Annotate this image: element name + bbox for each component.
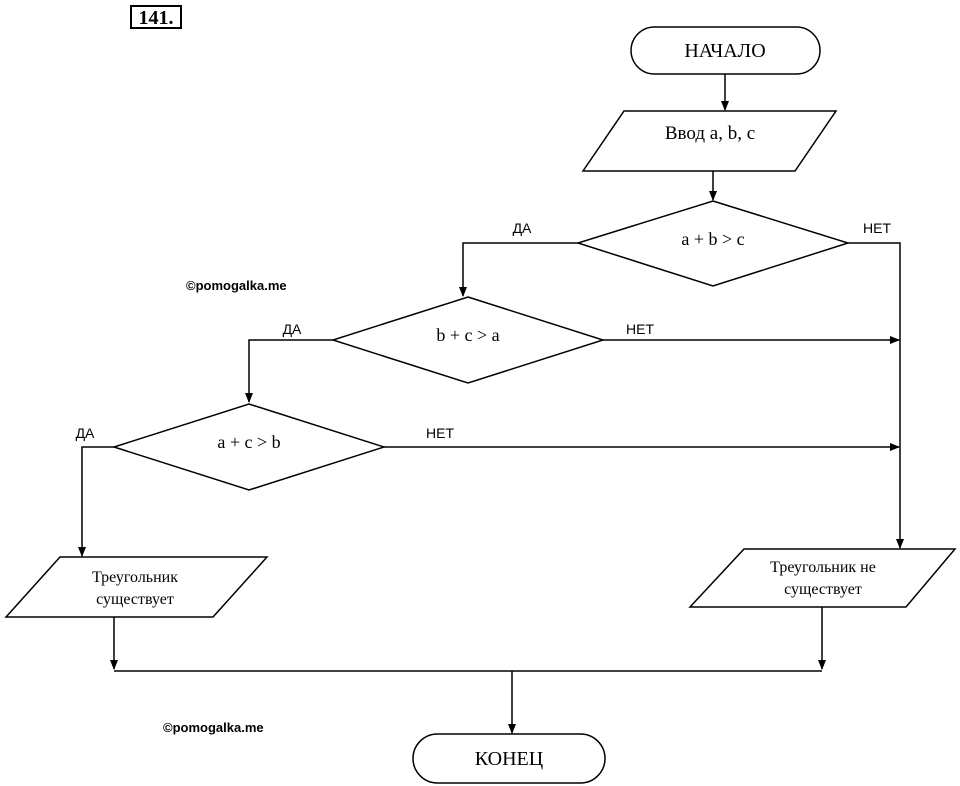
cond2-label: b + c > a	[436, 325, 499, 345]
connector-cond1-yes	[459, 242, 578, 297]
start-terminator: НАЧАЛО	[630, 26, 821, 75]
watermark-bottom: ©pomogalka.me	[163, 720, 264, 735]
cond3-no-label: НЕТ	[426, 425, 454, 441]
end-terminator: КОНЕЦ	[412, 733, 606, 784]
cond1-no-label: НЕТ	[863, 220, 891, 236]
output-not-exists-block: Треугольник не существует	[688, 548, 957, 608]
end-label: КОНЕЦ	[475, 748, 543, 770]
cond2-yes-label: ДА	[283, 321, 302, 337]
problem-number-text: 141.	[139, 7, 174, 29]
output-not-exists-line1: Треугольник не	[770, 559, 876, 576]
cond1-label: a + b > c	[681, 229, 744, 249]
input-block: Ввод a, b, c	[581, 110, 838, 172]
connector-cond1-no	[848, 242, 904, 549]
output-not-exists-line2: существует	[784, 581, 862, 598]
input-label: Ввод a, b, c	[665, 123, 755, 144]
start-label: НАЧАЛО	[684, 40, 765, 62]
watermark-top: ©pomogalka.me	[186, 278, 287, 293]
output-exists-block: Треугольник существует	[4, 556, 269, 618]
decision-cond1: a + b > c	[575, 200, 851, 287]
decision-cond2: b + c > a	[330, 296, 606, 384]
output-exists-line2: существует	[96, 591, 174, 608]
cond3-yes-label: ДА	[76, 425, 95, 441]
cond3-label: a + c > b	[217, 432, 280, 452]
cond2-no-label: НЕТ	[626, 321, 654, 337]
connector-cond3-yes	[78, 446, 114, 557]
decision-cond3: a + c > b	[111, 403, 387, 491]
connector-cond2-yes	[245, 339, 333, 403]
cond1-yes-label: ДА	[513, 220, 532, 236]
output-exists-line1: Треугольник	[92, 569, 178, 586]
problem-number: 141.	[130, 5, 182, 29]
